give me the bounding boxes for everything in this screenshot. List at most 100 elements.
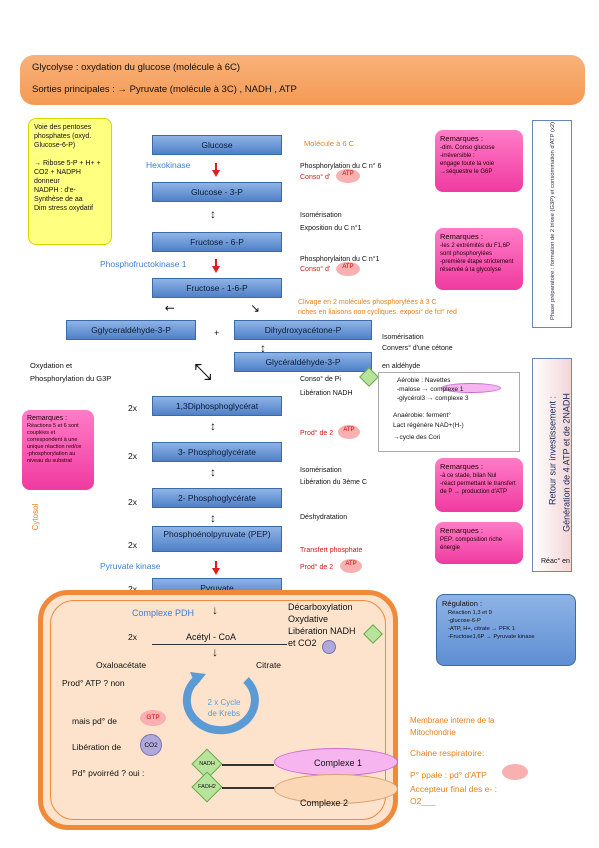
enzyme-hexokinase: Hexokinase bbox=[146, 160, 191, 170]
krebs-label-2: de Krebs bbox=[207, 709, 241, 718]
step-glucose: Glucose bbox=[152, 135, 282, 155]
remarks-2-title: Remarques : bbox=[440, 232, 483, 241]
anaerobie-line-3: →cycle des Cori bbox=[393, 434, 441, 441]
remarks-1-title: Remarques : bbox=[440, 134, 483, 143]
annot-expo-c1: Exposition du C n°1 bbox=[300, 225, 362, 232]
remarks-4-title: Remarques : bbox=[440, 462, 483, 471]
atp-star-chain bbox=[502, 764, 528, 780]
remarks-5-title: Remarques : bbox=[440, 526, 483, 535]
arrow-split-right: ↘ bbox=[250, 301, 261, 315]
annot-clivage-1: Clivage en 2 molécules phosphorylées à 3… bbox=[298, 299, 437, 306]
arrow-to-krebs: ↓ bbox=[212, 645, 218, 659]
arrow-split-left: ↙ bbox=[161, 299, 179, 317]
nadh-label: NADH bbox=[199, 761, 215, 767]
co2-circle bbox=[322, 640, 336, 654]
factor-2x-4: 2x bbox=[128, 540, 137, 550]
atp-star-1: ATP bbox=[336, 169, 360, 183]
annot-oxyd-2: Phosphorylation du G3P bbox=[30, 374, 112, 383]
step-3pg: 3- Phosphoglycérate bbox=[152, 442, 282, 462]
step-g3p-left: Gglyceraldéhyde-3-P bbox=[66, 320, 196, 340]
chaine-respiratoire: Chaine respiratoire: bbox=[410, 748, 485, 758]
arrow-2 bbox=[212, 259, 220, 273]
annot-prod-2atp-1: Prod° de 2 bbox=[300, 430, 334, 437]
remarks-box-2: Remarques : -les 2 extrémités du F1,6P s… bbox=[435, 228, 523, 290]
anaerobie-line-1: Anaérobie: ferment° bbox=[393, 412, 451, 419]
membrane-label-1: Membrane interne de la bbox=[410, 716, 495, 725]
regulation-box: Régulation : Réaction 1,3 et 9 -glucose-… bbox=[436, 594, 576, 666]
cytosol-label: Cytosol bbox=[31, 503, 40, 531]
arrow-nadh-line bbox=[222, 764, 274, 766]
annot-lib-nadh: Libération NADH bbox=[300, 390, 353, 397]
complexe-ellipse-1 bbox=[441, 383, 501, 393]
atp-star-4: ATP bbox=[340, 559, 362, 573]
remarks-box-5: Remarques : PEP: composition riche énerg… bbox=[435, 522, 523, 564]
arrow-4: ↕ bbox=[210, 465, 216, 479]
step-13bpg: 1,3Diphosphoglycérat bbox=[152, 396, 282, 416]
remarks-1-text: -dim. Conso glucose -irréversible : enga… bbox=[440, 145, 495, 175]
annot-oxyd-1: Oxydation et bbox=[30, 361, 73, 370]
liberation-de: Libération de bbox=[72, 742, 122, 752]
annot-oxydative: Oxydative bbox=[288, 614, 329, 624]
annot-lib-nadh-2: Libération NADH bbox=[288, 626, 356, 636]
reac-label: Réac° en bbox=[541, 558, 570, 565]
mais-pd: mais pd° de bbox=[72, 716, 117, 726]
remarks-box-1: Remarques : -dim. Conso glucose -irréver… bbox=[435, 130, 523, 192]
annot-transfert: Transfert phosphate bbox=[300, 547, 363, 554]
remarks-2-text: -les 2 extrémités du F1,6P sont phosphor… bbox=[440, 243, 514, 273]
membrane-label-2: Mitochondrie bbox=[410, 728, 456, 737]
header-title: Glycolyse : oxydation du glucose (molécu… bbox=[32, 62, 241, 73]
annot-prod-2atp-2: Prod° de 2 bbox=[300, 564, 334, 571]
factor-2x-3: 2x bbox=[128, 497, 137, 507]
annot-conso-2: Conso° d' bbox=[300, 266, 331, 273]
arrow-fadh2-line bbox=[222, 787, 274, 789]
annot-deshyd: Déshydratation bbox=[300, 514, 348, 521]
aerobie-box: Aérobie : Navettes -malose → complexe 1 … bbox=[378, 372, 520, 452]
annot-phos-c1: Phosphorylaiton du C n°1 bbox=[300, 256, 380, 263]
enzyme-pfk1: Phosphofructokinase 1 bbox=[100, 259, 187, 269]
arrow-6 bbox=[212, 561, 220, 575]
aerobie-line-1: -malose → complexe 1 bbox=[397, 386, 464, 393]
step-dhap: Dihydroxyacétone-P bbox=[234, 320, 372, 340]
aerobie-title: Aérobie : Navettes bbox=[397, 377, 451, 384]
arrow-iso-1: ↕ bbox=[210, 207, 216, 221]
retour-label: Retour sur investissement : bbox=[547, 395, 558, 506]
annot-lib-3c: Libération du 3ème C bbox=[300, 479, 367, 486]
remarks-4-text: -à ce stade, bilan Nul -réact permettant… bbox=[440, 473, 516, 495]
plus-sign: + bbox=[214, 328, 220, 338]
prod-atp-non: Prod° ATP ? non bbox=[62, 678, 125, 688]
accepteur-2: O2___ bbox=[410, 796, 436, 806]
annot-iso-3: Isomérisation bbox=[300, 467, 342, 474]
remarks-3-title: Remarques : bbox=[27, 415, 68, 422]
regulation-text: Réaction 1,3 et 9 -glucose-6-P -ATP, H+,… bbox=[448, 610, 535, 640]
aerobie-line-2: -glycérol3 → complexe 3 bbox=[397, 395, 469, 402]
pentose-phosphate-box: Voie des pentoses phosphates (oxyd. Gluc… bbox=[28, 118, 112, 245]
atp-star-2: ATP bbox=[336, 262, 360, 276]
annot-iso-2: Isomérisation bbox=[382, 334, 424, 341]
annot-convers: Convers° d'une cétone bbox=[382, 345, 453, 352]
arrow-3: ↕ bbox=[210, 419, 216, 433]
annot-decarb: Décarboxylation bbox=[288, 602, 353, 612]
remarks-5-text: PEP: composition riche énergie bbox=[440, 537, 503, 551]
enzyme-pdh: Complexe PDH bbox=[132, 608, 195, 618]
remarks-box-3: Remarques : Réactions 5 et 6 sont couplé… bbox=[22, 410, 94, 490]
complexe-1-label: Complexe 1 bbox=[314, 758, 363, 768]
phase-prep-panel: Phase préparatoire : formation de 2 trio… bbox=[532, 120, 572, 328]
krebs-label-1: 2 x Cycle bbox=[207, 698, 241, 707]
arrow-merge: ⤡ bbox=[194, 359, 212, 384]
phase-prep-label: Phase préparatoire : formation de 2 trio… bbox=[550, 121, 556, 321]
krebs-citrate: Citrate bbox=[256, 660, 282, 670]
step-fructose-6p: Fructose - 6-P bbox=[152, 232, 282, 252]
arrow-5: ↕ bbox=[210, 511, 216, 525]
factor-2x-1: 2x bbox=[128, 403, 137, 413]
gtp-star: GTP bbox=[140, 710, 166, 726]
annot-conso-pi: Conso° de Pi bbox=[300, 376, 341, 383]
atp-star-3: ATP bbox=[338, 425, 360, 439]
annot-phos-c6: Phosphorylation du C n° 6 bbox=[300, 163, 382, 170]
enzyme-pyruvate-kinase: Pyruvate kinase bbox=[100, 561, 161, 571]
factor-2x-2: 2x bbox=[128, 451, 137, 461]
retour-panel: Retour sur investissement : Génération d… bbox=[532, 358, 572, 572]
mitochondria-inner bbox=[50, 600, 386, 820]
step-g3p-right: Glycéraldéhyde-3-P bbox=[234, 352, 372, 372]
annot-molecule-6c: Molécule à 6 C bbox=[304, 139, 355, 148]
accepteur-1: Accepteur final des e- : bbox=[410, 784, 497, 794]
